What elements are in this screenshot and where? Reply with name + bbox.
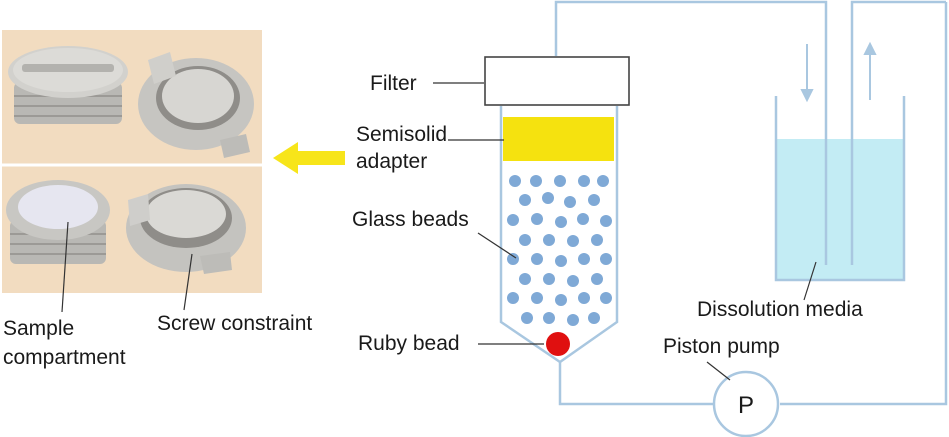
screw-constraint-label: Screw constraint: [157, 312, 312, 335]
filter-box: [484, 56, 630, 106]
flow-arrows: [800, 41, 877, 103]
screw-ring-photo-top: [138, 52, 254, 158]
piston-pump: [712, 370, 780, 437]
dissolution-vessel: [774, 96, 906, 282]
ruby-bead: [546, 332, 570, 356]
glass-beads: [507, 175, 612, 326]
sample-compartment-label-2: compartment: [3, 346, 126, 369]
filter-label: Filter: [370, 72, 417, 95]
semisolid-adapter: [503, 117, 614, 161]
sample-leader-line: [61, 221, 69, 313]
sample-compartment-photo: [6, 180, 110, 264]
glass-beads-label: Glass beads: [352, 208, 469, 231]
sample-cap-photo: [8, 46, 128, 124]
screw-ring-photo-bottom: [126, 184, 246, 274]
yellow-arrow: [273, 142, 345, 174]
screw-leader-line: [183, 253, 193, 311]
semisolid-adapter-label-1: Semisolid: [356, 123, 447, 146]
semisolid-adapter-label-2: adapter: [356, 150, 427, 173]
photo-panel: [2, 30, 262, 313]
pump-symbol: P: [738, 392, 754, 419]
dissolution-media: [776, 139, 904, 279]
piston-pump-label: Piston pump: [663, 335, 780, 358]
ruby-bead-label: Ruby bead: [358, 332, 460, 355]
sample-compartment-label-1: Sample: [3, 317, 74, 340]
glass-beads-leader-line: [477, 232, 517, 259]
pump-leader-line: [706, 361, 731, 381]
dissolution-media-label: Dissolution media: [697, 298, 863, 321]
media-leader-line: [803, 261, 817, 301]
